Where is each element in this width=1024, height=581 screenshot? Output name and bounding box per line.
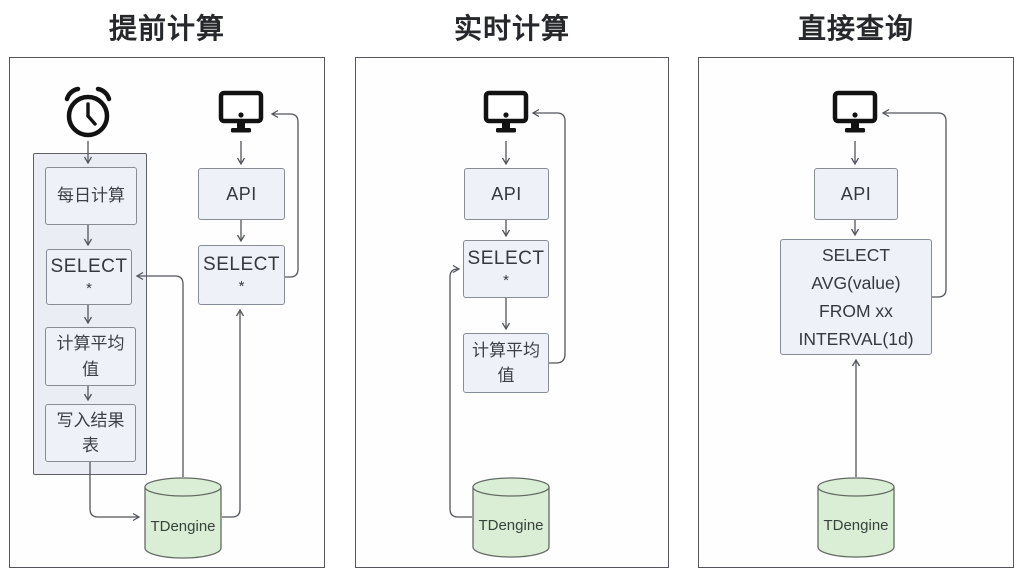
panel-title-precompute: 提前计算	[108, 13, 225, 44]
tdengine-label: TDengine	[150, 517, 216, 535]
tdengine-label: TDengine	[823, 517, 889, 534]
write-result-box: 写入结果表	[45, 404, 136, 462]
api-box-realtime: API	[464, 168, 549, 220]
write-result-label: 写入结果表	[56, 410, 125, 456]
compute-average-box-realtime: 计算平均值	[463, 333, 549, 393]
api-box-precompute: API	[198, 168, 285, 220]
daily-compute-label: 每日计算	[57, 186, 125, 206]
sql-line-2: AVG(value)	[811, 273, 901, 293]
tdengine-db-precompute: TDengine	[144, 477, 222, 559]
api-label: API	[226, 183, 257, 204]
compute-average-box-batch: 计算平均值	[45, 327, 136, 386]
select-keyword: SELECT	[50, 256, 128, 278]
select-keyword: SELECT	[467, 248, 545, 270]
compute-average-label: 计算平均值	[56, 334, 125, 379]
select-keyword: SELECT	[203, 254, 280, 276]
sql-query-box: SELECT AVG(value) FROM xx INTERVAL(1d)	[780, 239, 932, 355]
daily-compute-box: 每日计算	[45, 167, 137, 225]
select-star: *	[238, 278, 245, 296]
tdengine-label: TDengine	[478, 517, 544, 534]
api-label: API	[491, 183, 522, 204]
sql-line-1: SELECT	[821, 245, 891, 265]
panel-title-realtime: 实时计算	[453, 13, 570, 44]
tdengine-db-realtime: TDengine	[472, 477, 550, 558]
monitor-icon	[218, 90, 264, 140]
select-star-box-serve: SELECT *	[198, 245, 285, 305]
compute-average-label: 计算平均值	[472, 340, 540, 386]
sql-line-4: INTERVAL(1d)	[798, 329, 914, 349]
monitor-icon	[483, 90, 529, 140]
select-star: *	[86, 280, 92, 298]
select-star-box-realtime: SELECT *	[463, 240, 549, 298]
monitor-icon	[832, 90, 878, 140]
api-box-directquery: API	[814, 168, 898, 220]
alarm-clock-icon	[62, 84, 114, 140]
api-label: API	[840, 183, 872, 204]
sql-line-3: FROM xx	[819, 301, 893, 321]
panel-title-directquery: 直接查询	[797, 13, 914, 44]
select-star: *	[503, 272, 509, 290]
tdengine-db-directquery: TDengine	[817, 477, 895, 558]
select-star-box-batch: SELECT *	[46, 249, 132, 305]
